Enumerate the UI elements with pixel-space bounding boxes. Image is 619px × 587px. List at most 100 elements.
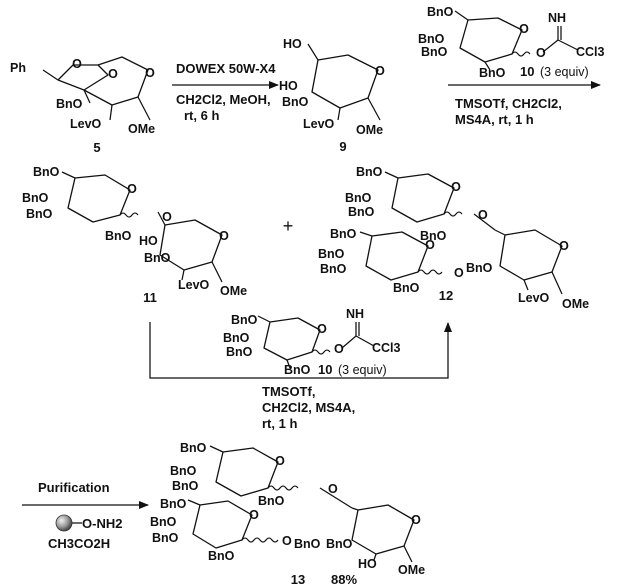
levulinoyloxy-label: LevO — [303, 117, 335, 131]
ring-oxygen: O — [425, 238, 435, 252]
benzyloxy-label: BnO — [348, 205, 375, 219]
acetic-acid-label: CH3CO2H — [48, 536, 110, 551]
step2-conditions-line: MS4A, rt, 1 h — [455, 112, 534, 127]
methoxy-label: OMe — [562, 297, 589, 311]
hydroxy-label: HO — [283, 37, 302, 51]
compound-number-5: 5 — [93, 140, 100, 155]
benzyloxy-label: BnO — [33, 165, 60, 179]
benzyloxy-label: BnO — [223, 331, 250, 345]
methoxy-label: OMe — [220, 284, 247, 298]
benzyloxy-label: BnO — [26, 207, 53, 221]
benzyloxy-label: BnO — [56, 97, 83, 111]
benzyloxy-label: BnO — [393, 281, 420, 295]
ring-oxygen: O — [275, 454, 285, 468]
levulinoyloxy-label: LevO — [178, 278, 210, 292]
benzyloxy-label: BnO — [170, 464, 197, 478]
reaction-arrow-step3 — [149, 322, 452, 379]
step3-time: rt, 1 h — [262, 416, 297, 431]
step1-reagent: DOWEX 50W-X4 — [176, 61, 276, 76]
ring-oxygen: O — [411, 513, 421, 527]
benzyloxy-label: BnO — [172, 479, 199, 493]
benzyloxy-label: BnO — [421, 45, 448, 59]
benzyloxy-label: BnO — [22, 191, 49, 205]
step4-conditions: Purification O-NH2 CH3CO2H — [38, 480, 122, 551]
step1-time: rt, 6 h — [184, 108, 219, 123]
compound-13: BnO BnO BnO BnO O O BnO BnO BnO BnO O O … — [150, 441, 425, 587]
compound-number-12: 12 — [439, 288, 453, 303]
imine-label: NH — [346, 307, 364, 321]
benzyloxy-label: BnO — [226, 345, 253, 359]
benzyloxy-label: BnO — [318, 247, 345, 261]
yield-label: 88% — [331, 572, 357, 587]
benzyloxy-label: BnO — [427, 5, 454, 19]
ring-oxygen: O — [127, 182, 137, 196]
benzyloxy-label: BnO — [420, 229, 447, 243]
step3-solvent: CH2Cl2, MS4A, — [262, 400, 355, 415]
equivalents-label: (3 equiv) — [540, 65, 589, 79]
compound-number-10: 10 — [318, 362, 332, 377]
plus-sign: + — [283, 216, 294, 236]
methoxy-label: OMe — [356, 123, 383, 137]
benzyloxy-label: BnO — [258, 494, 285, 508]
compound-number-11: 11 — [143, 290, 157, 305]
ring-oxygen: O — [72, 57, 82, 71]
ring-oxygen: O — [519, 22, 529, 36]
compound-number-13: 13 — [291, 572, 305, 587]
equivalents-label: (3 equiv) — [338, 363, 387, 377]
ring-oxygen: O — [145, 66, 155, 80]
step3-conditions: TMSOTf, CH2Cl2, MS4A, rt, 1 h — [262, 384, 355, 431]
step2-conditions: TMSOTf, CH2Cl2, MS4A, rt, 1 h — [455, 96, 562, 127]
hydroxy-label: HO — [139, 234, 158, 248]
imine-label: NH — [548, 11, 566, 25]
benzyloxy-label: BnO — [418, 32, 445, 46]
benzyloxy-label: BnO — [208, 549, 235, 563]
glycosidic-oxygen: O — [334, 342, 344, 356]
glycosidic-oxygen: O — [454, 266, 464, 280]
benzyloxy-label: BnO — [284, 363, 311, 377]
benzyloxy-label: BnO — [282, 95, 309, 109]
ring-oxygen: O — [108, 67, 118, 81]
methoxy-label: OMe — [128, 122, 155, 136]
donor-10-middle: BnO BnO BnO BnO O O NH CCl3 10 (3 equiv) — [223, 307, 401, 377]
trichloromethyl-label: CCl3 — [372, 341, 401, 355]
ring-oxygen: O — [219, 229, 229, 243]
purification-label: Purification — [38, 480, 110, 495]
benzyloxy-label: BnO — [180, 441, 207, 455]
phenyl-label: Ph — [10, 61, 26, 75]
compound-9: HO HO BnO O LevO OMe 9 — [279, 37, 385, 154]
benzyloxy-label: BnO — [231, 313, 258, 327]
donor-10-top: BnO BnO BnO BnO O O NH CCl3 10 (3 equiv) — [418, 5, 605, 80]
benzyloxy-label: BnO — [330, 227, 357, 241]
compound-number-10: 10 — [520, 64, 534, 79]
levulinoyloxy-label: LevO — [70, 117, 102, 131]
methoxy-label: OMe — [398, 563, 425, 577]
step2-reagents: TMSOTf, CH2Cl2, — [455, 96, 562, 111]
compound-11: BnO BnO BnO BnO O O HO BnO O LevO OMe 11 — [22, 165, 247, 305]
glycosidic-oxygen: O — [328, 482, 338, 496]
benzyloxy-label: BnO — [144, 251, 171, 265]
benzyloxy-label: BnO — [326, 537, 353, 551]
compound-12: BnO BnO BnO BnO O O BnO BnO BnO BnO O O … — [318, 165, 589, 311]
benzyloxy-label: BnO — [356, 165, 383, 179]
benzyloxy-label: BnO — [152, 531, 179, 545]
aminooxy-reagent: O-NH2 — [82, 516, 122, 531]
glycosidic-oxygen: O — [536, 46, 546, 60]
benzyloxy-label: BnO — [105, 229, 132, 243]
solid-support-bead-icon — [55, 514, 73, 532]
benzyloxy-label: BnO — [160, 497, 187, 511]
ring-oxygen: O — [249, 508, 259, 522]
ring-oxygen: O — [317, 322, 327, 336]
benzyloxy-label: BnO — [150, 515, 177, 529]
benzyloxy-label: BnO — [466, 261, 493, 275]
ring-oxygen: O — [451, 180, 461, 194]
hydroxy-label: HO — [279, 79, 298, 93]
glycosidic-oxygen: O — [282, 534, 292, 548]
ring-oxygen: O — [375, 64, 385, 78]
benzyloxy-label: BnO — [479, 66, 506, 80]
hydroxy-label: HO — [358, 557, 377, 571]
step3-reagent: TMSOTf, — [262, 384, 315, 399]
compound-5: Ph O O O BnO LevO OMe 5 — [10, 56, 155, 155]
trichloromethyl-label: CCl3 — [576, 45, 605, 59]
glycosidic-oxygen: O — [162, 210, 172, 224]
